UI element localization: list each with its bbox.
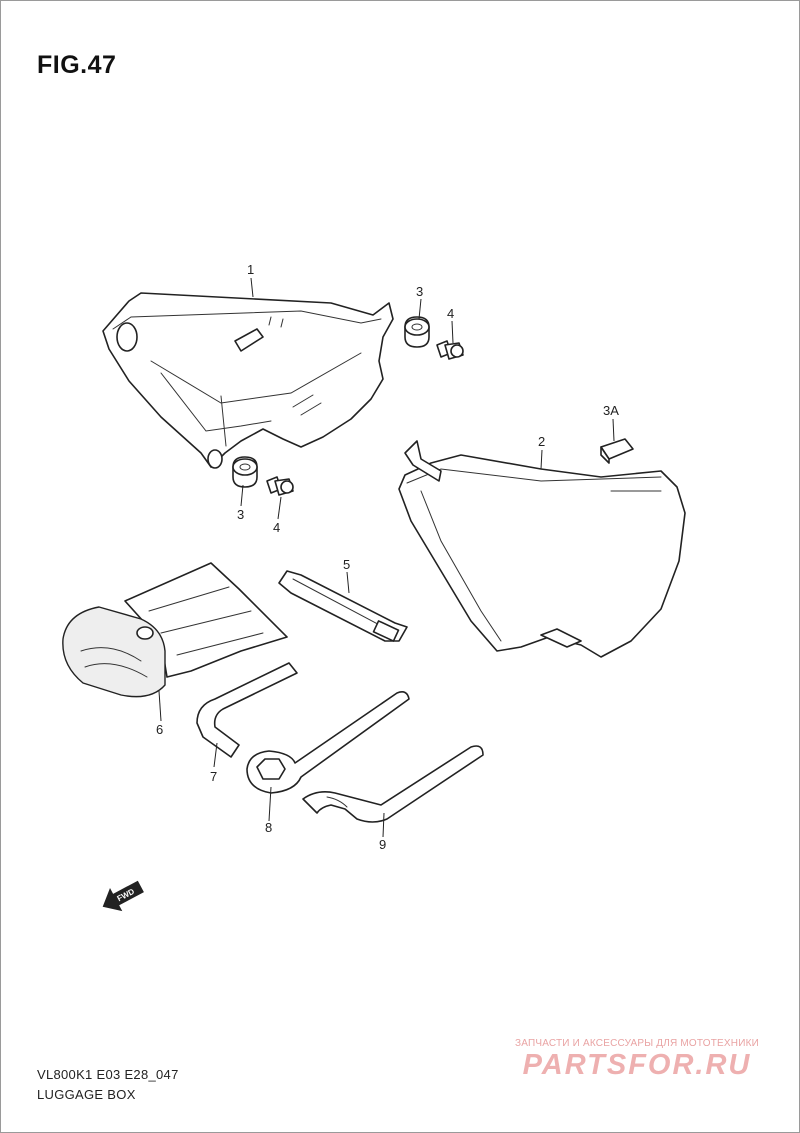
part-hook-spanner <box>302 745 484 823</box>
part-side-cover <box>398 440 686 658</box>
callout-2: 2 <box>538 434 545 449</box>
part-tool-bag <box>62 562 288 698</box>
callout-4-top: 4 <box>447 306 454 321</box>
callout-9: 9 <box>379 837 386 852</box>
part-bolt-bottom <box>266 476 294 496</box>
callout-3-top: 3 <box>416 284 423 299</box>
part-spanner <box>246 691 410 794</box>
callout-labels: 1 3 4 3 4 2 3A 5 6 7 8 9 <box>156 262 619 852</box>
part-luggage-box <box>102 292 394 469</box>
leader-lines <box>158 277 615 838</box>
model-code: VL800K1 E03 E28_047 <box>37 1067 179 1082</box>
part-cushion <box>600 438 634 464</box>
callout-7: 7 <box>210 769 217 784</box>
part-grommet-top <box>404 316 430 348</box>
watermark-tagline: ЗАПЧАСТИ И АКСЕССУАРЫ ДЛЯ МОТОТЕХНИКИ <box>514 1038 760 1049</box>
watermark: ЗАПЧАСТИ И АКСЕССУАРЫ ДЛЯ МОТОТЕХНИКИ PA… <box>487 1038 787 1081</box>
callout-3a: 3A <box>603 403 619 418</box>
callout-8: 8 <box>265 820 272 835</box>
part-grommet-bottom <box>232 456 258 488</box>
callout-1: 1 <box>247 262 254 277</box>
fwd-arrow-icon: FWD <box>102 880 144 912</box>
callout-6: 6 <box>156 722 163 737</box>
part-strap <box>278 570 408 642</box>
part-hex-key <box>196 662 298 758</box>
figure-title: FIG.47 <box>37 51 117 79</box>
callout-5: 5 <box>343 557 350 572</box>
part-bolt-top <box>436 340 464 360</box>
watermark-logo: PARTSFOR.RU <box>522 1049 752 1081</box>
section-name: LUGGAGE BOX <box>37 1087 136 1102</box>
callout-3-bottom: 3 <box>237 507 244 522</box>
callout-4-bottom: 4 <box>273 520 280 535</box>
